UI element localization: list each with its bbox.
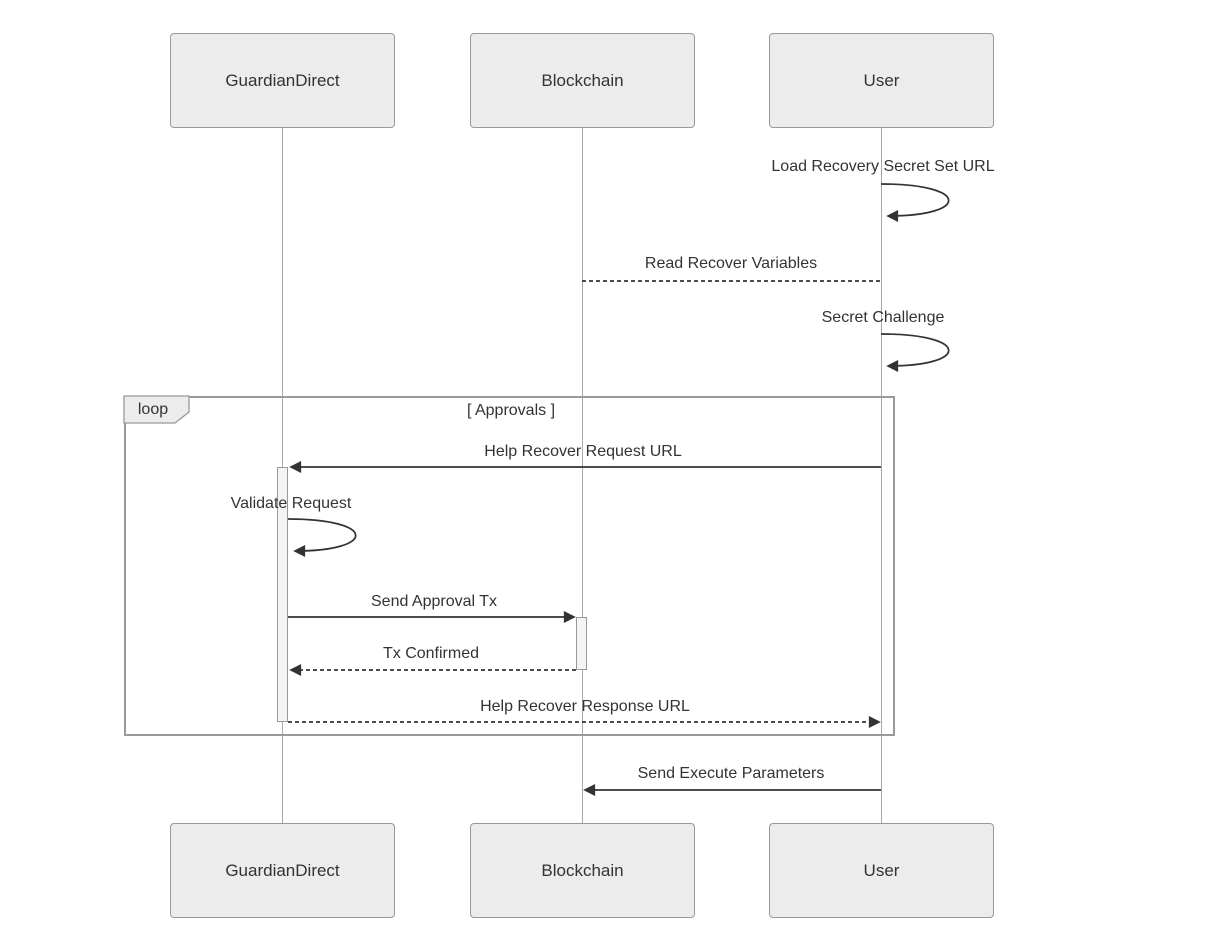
message-label-help-recover-response-url: Help Recover Response URL <box>480 698 690 716</box>
actor-label: GuardianDirect <box>225 70 340 90</box>
message-label-load-recovery-secret-set-url: Load Recovery Secret Set URL <box>771 158 995 176</box>
loop-condition-label: [ Approvals ] <box>466 402 556 420</box>
message-label-validate-request: Validate Request <box>230 495 352 513</box>
actor-top-user: User <box>769 33 994 128</box>
message-label-read-recover-variables: Read Recover Variables <box>644 255 818 273</box>
actor-label: Blockchain <box>541 860 624 880</box>
actor-bottom-blockchain: Blockchain <box>470 823 695 918</box>
activation-bar-guardiandirect <box>277 467 288 722</box>
actor-label: User <box>863 860 900 880</box>
activation-bar-blockchain <box>576 617 587 670</box>
actor-bottom-user: User <box>769 823 994 918</box>
arrow-secret-challenge <box>880 333 950 372</box>
loop-keyword-label: loop <box>137 401 169 418</box>
actor-label: Blockchain <box>541 70 624 90</box>
arrow-load-recovery-secret-set-url <box>880 183 950 222</box>
actor-label: User <box>863 70 900 90</box>
actor-bottom-guardiandirect: GuardianDirect <box>170 823 395 918</box>
lifeline-user <box>881 128 882 823</box>
actor-top-guardiandirect: GuardianDirect <box>170 33 395 128</box>
message-label-send-execute-parameters: Send Execute Parameters <box>637 765 825 783</box>
message-label-help-recover-request-url: Help Recover Request URL <box>484 443 682 461</box>
lifeline-blockchain <box>582 128 583 823</box>
actor-label: GuardianDirect <box>225 860 340 880</box>
actor-top-blockchain: Blockchain <box>470 33 695 128</box>
message-label-send-approval-tx: Send Approval Tx <box>370 593 498 611</box>
message-label-tx-confirmed: Tx Confirmed <box>382 645 480 663</box>
loop-frame <box>124 396 895 736</box>
message-label-secret-challenge: Secret Challenge <box>821 309 945 327</box>
